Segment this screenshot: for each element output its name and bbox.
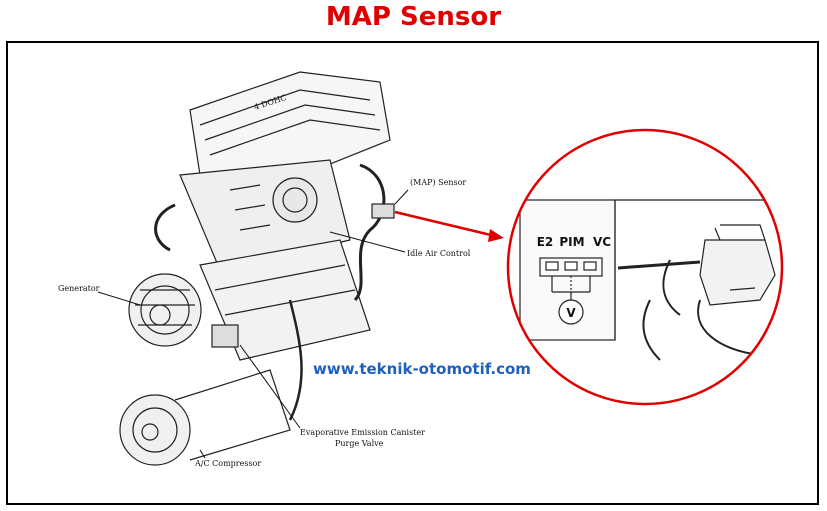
generator-label: Generator	[58, 284, 100, 293]
ac-compressor-label: A/C Compressor	[194, 459, 261, 468]
pin-vc-label: VC	[593, 235, 611, 249]
callout-arrow	[394, 210, 504, 242]
pin-e2-label: E2	[537, 235, 554, 249]
leader-lines	[97, 189, 409, 459]
pin-pim-label: PIM	[559, 235, 584, 249]
engine-drawing	[119, 71, 395, 466]
map-sensor-label: (MAP) Sensor	[410, 178, 466, 187]
zoom-circle: E2 PIM VC V	[506, 128, 784, 406]
page-title: MAP Sensor	[325, 2, 502, 32]
idle-air-control-label: Idle Air Control	[407, 249, 471, 258]
voltmeter-symbol: V	[566, 306, 576, 320]
diagram-frame	[6, 41, 819, 505]
watermark-url: www.teknik-otomotif.com	[313, 360, 531, 378]
purge-valve-label: Purge Valve	[335, 439, 384, 448]
evap-canister-label: Evaporative Emission Canister	[300, 428, 425, 437]
